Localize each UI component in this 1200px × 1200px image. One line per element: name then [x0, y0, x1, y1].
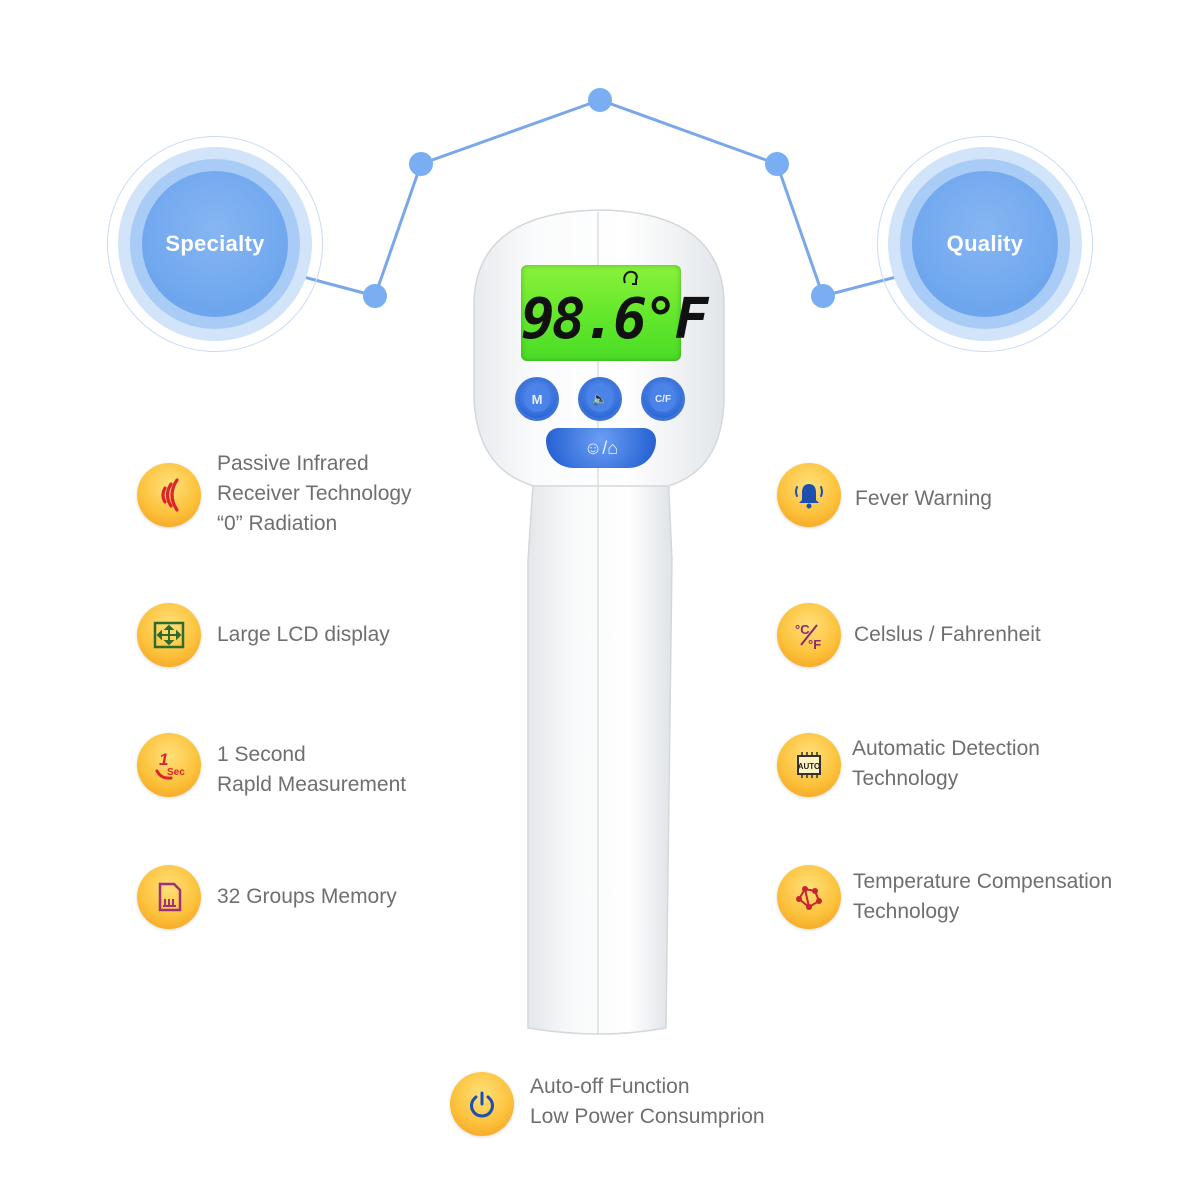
feature-celsius-fahrenheit: Celslus / Fahrenheit	[854, 623, 1041, 646]
lcd-display-icon	[137, 603, 201, 667]
feature-lcd: Large LCD display	[217, 623, 390, 646]
memory-card-icon	[137, 865, 201, 929]
network-node	[765, 152, 789, 176]
svg-text:1: 1	[159, 750, 168, 769]
one-second-icon: 1 Sec	[137, 733, 201, 797]
power-icon	[450, 1072, 514, 1136]
scan-mode-button[interactable]: ☺/⌂	[546, 428, 656, 468]
feature-temperature-compensation: Temperature Compensation Technology	[853, 870, 1113, 923]
feature-fever-warning: Fever Warning	[855, 487, 992, 510]
face-home-icon: ☺/⌂	[583, 437, 619, 458]
face-mode-icon	[623, 270, 638, 285]
celsius-fahrenheit-icon: °C °F	[777, 603, 841, 667]
svg-text:°F: °F	[808, 637, 821, 652]
speaker-icon: 🔈	[587, 386, 613, 412]
compensation-network-icon	[777, 865, 841, 929]
memory-button[interactable]: M	[515, 377, 559, 421]
feature-auto-detection: Automatic Detection Technology	[852, 737, 1040, 790]
specialty-circle: Specialty	[107, 136, 323, 352]
feature-auto-off: Auto-off Function Low Power Consumprion	[530, 1075, 765, 1128]
svg-text:°C: °C	[795, 622, 810, 637]
network-node	[363, 284, 387, 308]
svg-text:AUTO: AUTO	[798, 762, 821, 771]
specialty-label: Specialty	[165, 231, 265, 256]
sound-button[interactable]: 🔈	[578, 377, 622, 421]
feature-infrared: Passive Infrared Receiver Technology “0”…	[217, 452, 412, 535]
alarm-bell-icon	[777, 463, 841, 527]
feature-memory: 32 Groups Memory	[217, 885, 397, 908]
unit-toggle-button[interactable]: C/F	[641, 377, 685, 421]
lcd-screen: 98.6°F	[521, 265, 708, 361]
feature-one-second: 1 Second Rapld Measurement	[217, 743, 407, 796]
network-node	[409, 152, 433, 176]
auto-chip-icon: AUTO	[777, 733, 841, 797]
network-node	[811, 284, 835, 308]
temperature-reading: 98.6°F	[521, 287, 708, 352]
network-node	[588, 88, 612, 112]
svg-text:Sec: Sec	[167, 767, 185, 778]
quality-label: Quality	[946, 231, 1024, 256]
quality-circle: Quality	[877, 136, 1093, 352]
radiation-waves-icon	[137, 463, 201, 527]
